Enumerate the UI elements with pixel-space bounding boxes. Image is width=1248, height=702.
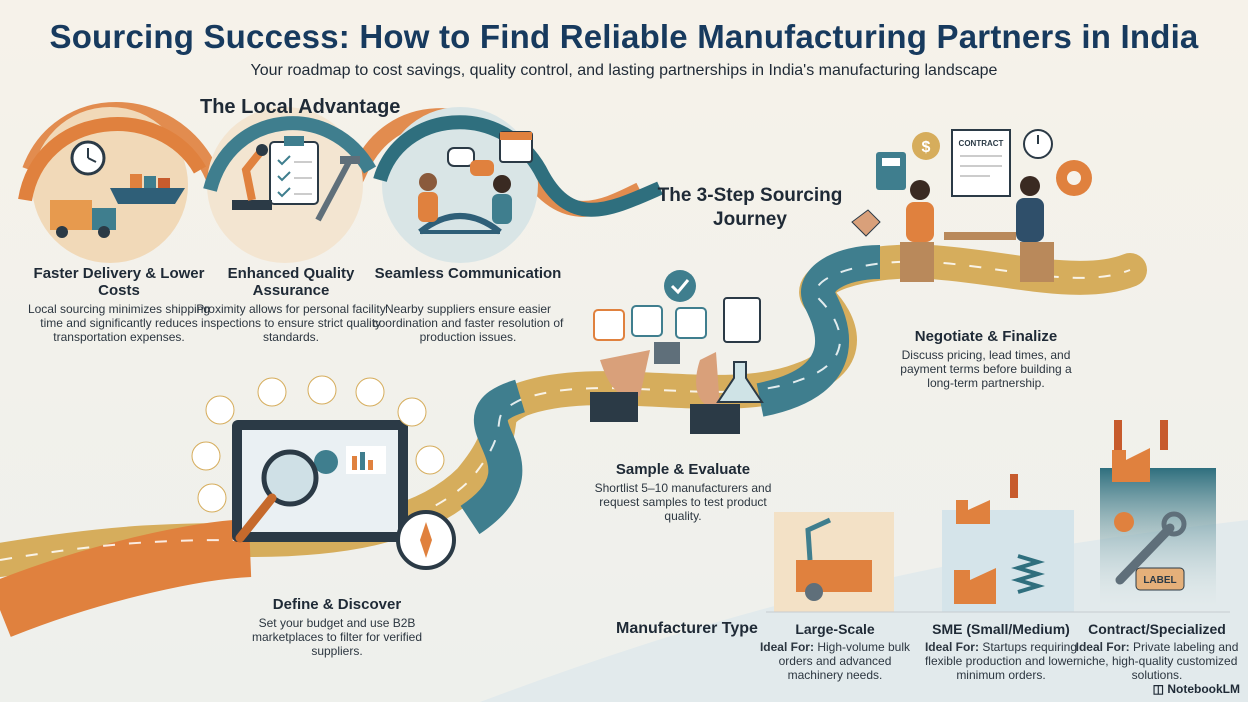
gear-icon <box>805 583 823 601</box>
contract-icon: CONTRACT <box>951 129 1011 197</box>
contract-label: CONTRACT <box>959 139 1004 148</box>
advantage-heading-communication: Seamless Communication <box>374 265 562 282</box>
page-title: Sourcing Success: How to Find Reliable M… <box>49 18 1199 55</box>
robot-arm-icon <box>232 144 272 210</box>
svg-text:$: $ <box>922 139 931 156</box>
clipboard-icon <box>269 136 319 205</box>
notebook-icon: ◫ <box>1152 682 1168 696</box>
laptop-icon <box>232 420 408 542</box>
ideal-for-label: Ideal For: <box>759 640 814 654</box>
step-heading-define: Define & Discover <box>272 596 402 613</box>
ideal-for-text: Startups requiring flexible production a… <box>924 640 1078 682</box>
manufacturer-type-label: Manufacturer Type <box>616 620 758 637</box>
compass-icon <box>396 510 456 570</box>
dollar-icon: $ <box>912 132 940 160</box>
factory-icon <box>956 474 1018 524</box>
step-text-define: Set your budget and use B2B marketplaces… <box>251 616 423 658</box>
checkmark-icon <box>664 270 696 302</box>
advantage-heading-quality: Enhanced Quality Assurance <box>227 265 355 299</box>
microchip-icon <box>654 342 680 364</box>
brand-text: NotebookLM <box>1167 682 1240 696</box>
clock-icon <box>1023 129 1053 159</box>
calculator-icon <box>876 152 906 190</box>
person-right-icon <box>492 175 512 224</box>
truck-icon <box>50 200 116 238</box>
advantage-heading-delivery: Faster Delivery & Lower Costs <box>33 265 205 299</box>
label-tag-icon: LABEL <box>1135 567 1185 591</box>
ideal-for-label: Ideal For: <box>924 640 979 654</box>
sample-cards <box>593 297 761 343</box>
clock-icon <box>70 140 106 176</box>
spring-icon <box>1011 554 1045 594</box>
wrench-icon <box>1115 511 1187 585</box>
chat-bubble-icon <box>447 147 494 176</box>
local-advantage-title: The Local Advantage <box>200 96 401 118</box>
type-heading-large: Large-Scale <box>795 621 875 637</box>
factory-icon <box>1112 420 1168 482</box>
hands-icon <box>590 350 740 434</box>
meeting-people <box>900 176 1054 282</box>
ideal-for-text: High-volume bulk orders and advanced mac… <box>778 640 911 682</box>
type-text-large: Ideal For: High-volume bulk orders and a… <box>750 640 920 682</box>
factory-icon <box>954 568 996 604</box>
step-heading-negotiate: Negotiate & Finalize <box>914 328 1058 345</box>
floating-icons <box>191 375 445 513</box>
handshake-icon <box>851 209 881 237</box>
person-left-icon <box>418 173 438 222</box>
label-tag-text: LABEL <box>1143 575 1176 586</box>
type-heading-contract: Contract/Specialized <box>1088 621 1226 637</box>
journey-title: The 3-Step Sourcing Journey <box>657 185 843 230</box>
ship-icon <box>110 174 185 204</box>
sme-panel <box>942 474 1074 612</box>
page-subtitle: Your roadmap to cost savings, quality co… <box>250 62 998 79</box>
gear-icon <box>1056 160 1092 196</box>
advantage-text-delivery: Local sourcing minimizes shipping time a… <box>27 302 211 344</box>
calendar-icon <box>499 131 533 163</box>
advantage-text-communication: Nearby suppliers ensure easier coordinat… <box>372 302 564 344</box>
bridge-icon <box>418 213 502 235</box>
magnifier-icon <box>235 449 319 543</box>
type-heading-sme: SME (Small/Medium) <box>932 621 1070 637</box>
caliper-icon <box>315 156 360 222</box>
ideal-for-text: Private labeling and niche, high-quality… <box>1076 640 1239 682</box>
contract-panel: LABEL <box>1100 420 1216 612</box>
gear-icon <box>1114 512 1134 532</box>
type-text-sme: Ideal For: Startups requiring flexible p… <box>916 640 1086 682</box>
brand-watermark: ◫ NotebookLM <box>1153 682 1240 696</box>
flask-icon <box>716 361 764 403</box>
advantage-text-quality: Proximity allows for personal facility i… <box>196 302 386 344</box>
step-heading-sample: Sample & Evaluate <box>615 461 751 478</box>
ideal-for-label: Ideal For: <box>1075 640 1130 654</box>
step-text-negotiate: Discuss pricing, lead times, and payment… <box>900 348 1072 390</box>
large-scale-panel <box>774 512 894 612</box>
step-text-sample: Shortlist 5–10 manufacturers and request… <box>594 481 772 523</box>
type-text-contract: Ideal For: Private labeling and niche, h… <box>1072 640 1242 682</box>
